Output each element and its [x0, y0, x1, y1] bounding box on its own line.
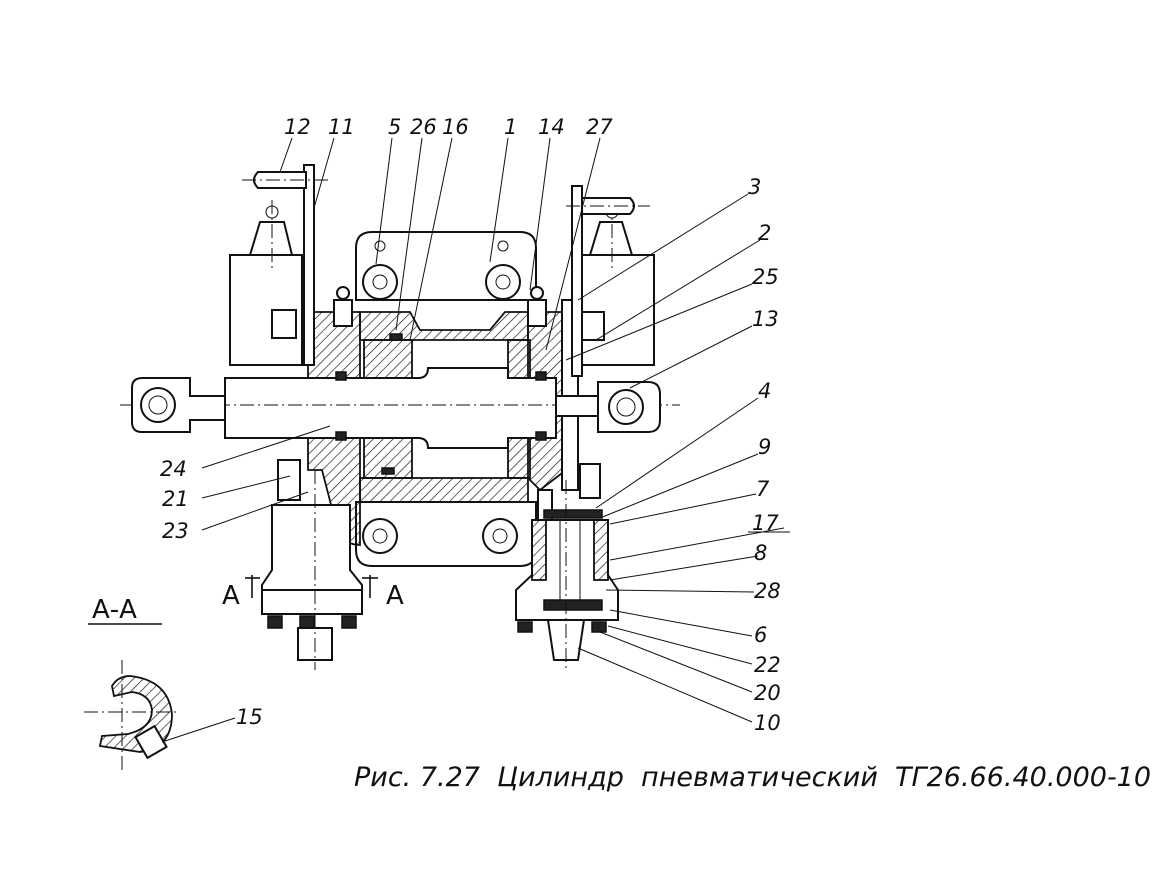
label-20: 20 [754, 681, 781, 705]
label-25: 25 [752, 265, 779, 289]
label-12: 12 [284, 115, 311, 139]
right-lower-valve [515, 480, 619, 670]
part-labels: 12 11 5 26 16 1 14 27 3 2 25 13 4 9 7 17… [160, 115, 781, 735]
label-1: 1 [504, 115, 517, 139]
label-15: 15 [236, 705, 263, 729]
label-3: 3 [748, 175, 761, 199]
label-8: 8 [754, 541, 767, 565]
label-5: 5 [388, 115, 401, 139]
label-9: 9 [758, 435, 771, 459]
label-4: 4 [758, 379, 771, 403]
right-lever [571, 185, 583, 377]
label-21: 21 [162, 487, 189, 511]
right-valve-assembly [527, 185, 655, 499]
label-11: 11 [328, 115, 355, 139]
label-16: 16 [442, 115, 469, 139]
label-2: 2 [758, 221, 771, 245]
left-nut [271, 309, 297, 339]
leader-lines [161, 137, 785, 743]
left-lower-nut [277, 459, 301, 501]
label-17: 17 [752, 511, 779, 535]
label-13: 13 [752, 307, 779, 331]
left-lever [303, 164, 315, 366]
bottom-left-pin [362, 518, 398, 554]
bottom-right-pin [482, 518, 518, 554]
top-right-pin [485, 264, 521, 300]
right-nut [581, 311, 605, 341]
left-valve-assembly [229, 164, 353, 366]
figure-caption: Рис. 7.27 Цилиндр пневматический ТГ26.66… [354, 762, 1151, 793]
section-a-a: А-А А А [84, 581, 404, 770]
label-14: 14 [538, 115, 565, 139]
section-mark-right: А [386, 581, 404, 611]
section-mark-left: А [222, 581, 240, 611]
section-title: А-А [92, 595, 137, 625]
label-10: 10 [754, 711, 781, 735]
piston-rod [224, 367, 557, 449]
label-22: 22 [754, 653, 781, 677]
label-7: 7 [756, 477, 770, 501]
label-26: 26 [410, 115, 437, 139]
left-lower-valve [245, 459, 378, 670]
top-left-pin [362, 264, 398, 300]
label-27: 27 [586, 115, 613, 139]
barrel-bottom-wall [359, 477, 529, 503]
right-valve-box [581, 254, 655, 366]
barrel-top-wall [359, 311, 529, 341]
label-28: 28 [754, 579, 781, 603]
label-23: 23 [162, 519, 189, 543]
label-24: 24 [160, 457, 187, 481]
right-lower-plug [546, 619, 586, 661]
right-rod-neck [555, 395, 599, 417]
cylinder-assembly [120, 231, 680, 567]
label-6: 6 [754, 623, 767, 647]
right-valve-cap [588, 221, 634, 256]
left-valve-cap [248, 221, 294, 256]
